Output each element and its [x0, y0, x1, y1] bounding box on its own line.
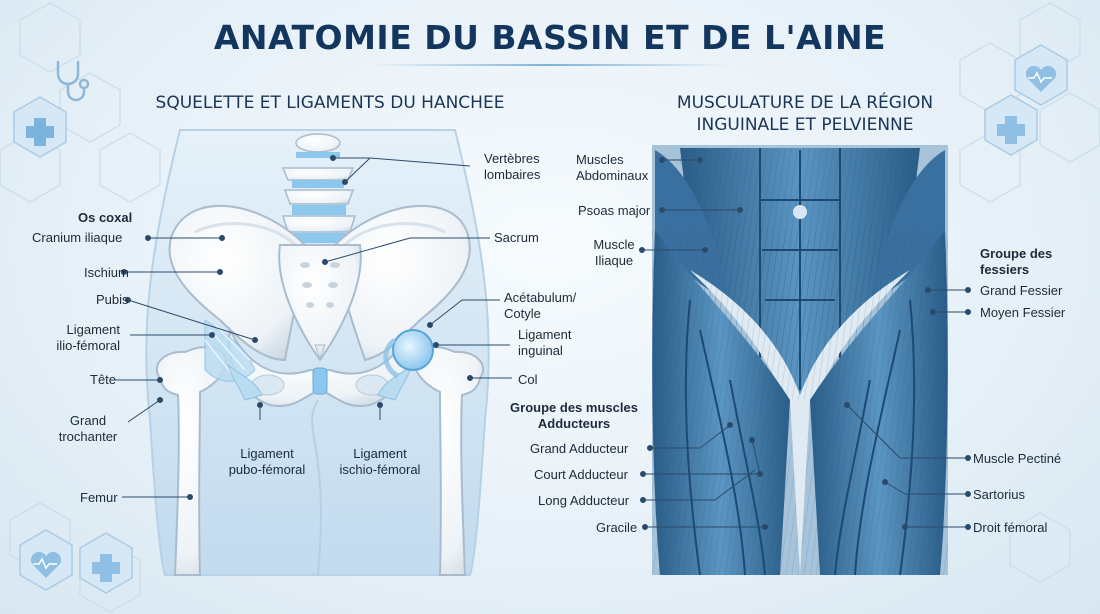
- label-groupe-adducteurs: Groupe des muscles Adducteurs: [510, 400, 638, 431]
- plus-cross-icon: [13, 94, 1038, 594]
- heart-pulse-icon: [19, 44, 1068, 591]
- label-muscle-iliaque: Muscle Iliaque: [593, 237, 635, 268]
- label-long-adducteur: Long Adducteur: [538, 493, 630, 508]
- label-moyen-fessier: Moyen Fessier: [980, 305, 1066, 320]
- label-court-adducteur: Court Adducteur: [534, 467, 628, 482]
- label-grand-trochanter: Grand trochanter: [58, 413, 118, 444]
- label-femur: Femur: [80, 490, 118, 505]
- left-panel-heading: SQUELETTE ET LIGAMENTS DU HANCHEE: [155, 93, 505, 113]
- label-col: Col: [518, 372, 538, 387]
- label-cranium-iliaque: Cranium iliaque: [32, 230, 123, 245]
- lumbar-vertebrae: [281, 133, 357, 243]
- label-ligament-pubo-femoral: Ligament pubo-fémoral: [228, 446, 306, 477]
- label-muscles-abdominaux: Muscles Abdominaux: [576, 152, 649, 183]
- label-muscle-pectine: Muscle Pectiné: [973, 451, 1062, 466]
- label-pubis: Pubis: [96, 292, 129, 307]
- label-sartorius: Sartorius: [973, 487, 1026, 502]
- label-os-coxal: Os coxal: [78, 210, 133, 225]
- title-underline: [370, 64, 730, 66]
- label-sacrum: Sacrum: [494, 230, 539, 245]
- pubofemoral-ligament: [227, 363, 263, 401]
- label-tete: Tête: [90, 372, 117, 387]
- label-ischium: Ischium: [84, 265, 129, 280]
- stethoscope-icon: [56, 60, 90, 102]
- ischiofemoral-ligament: [377, 363, 413, 401]
- label-ligament-ischio-femoral: Ligament ischio-fémoral: [339, 446, 421, 477]
- main-title: ANATOMIE DU BASSIN ET DE L'AINE: [213, 18, 887, 57]
- label-vertebres-lombaires: Vertèbres lombaires: [484, 151, 541, 182]
- label-acetabulum-cotyle: Acétabulum/ Cotyle: [504, 290, 577, 321]
- label-groupe-fessiers: Groupe des fessiers: [980, 246, 1053, 277]
- right-iliac-wing: [333, 204, 471, 362]
- right-panel-heading: MUSCULATURE DE LA RÉGION INGUINALE ET PE…: [676, 93, 934, 135]
- label-grand-fessier: Grand Fessier: [980, 283, 1063, 298]
- label-grand-adducteur: Grand Adducteur: [530, 441, 629, 456]
- left-femur: [155, 346, 227, 576]
- right-femur: [413, 346, 485, 576]
- left-iliac-wing: [168, 204, 307, 362]
- acetabulum-joint: [392, 329, 434, 371]
- label-ligament-ilio-femoral: Ligament ilio-fémoral: [56, 322, 120, 353]
- label-droit-femoral: Droit fémoral: [973, 520, 1048, 535]
- label-ligament-inguinal: Ligament inguinal: [518, 327, 572, 358]
- label-psoas-major: Psoas major: [578, 203, 651, 218]
- sacrum: [278, 244, 362, 362]
- label-gracile: Gracile: [596, 520, 638, 535]
